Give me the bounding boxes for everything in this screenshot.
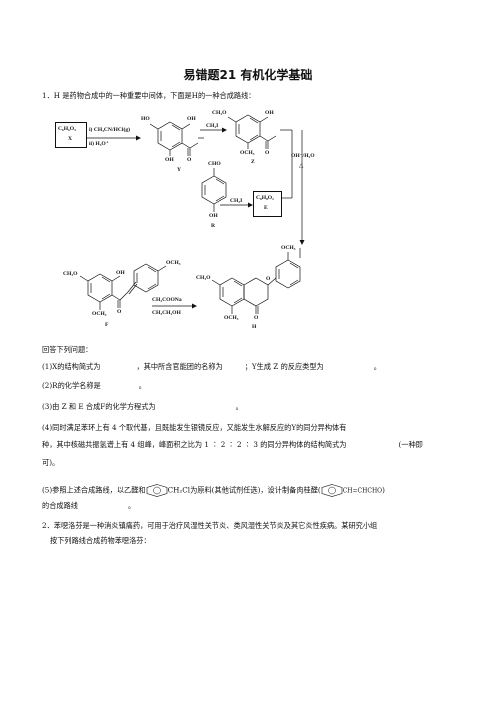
H-group-ring-O: O [266,276,271,282]
H-group-OCH3-top: OCH₃ [281,245,296,251]
q5-reagent-group: CH₂Cl [167,485,191,495]
cinnamaldehyde-structure [321,484,343,497]
structure-R [201,168,227,212]
q5-line2-part-b: 。 [127,501,136,510]
H-group-OCH3-bottom: OCH₃ [224,315,239,321]
compound-E-label: E [264,205,268,211]
q1-part-d: 。 [373,362,381,371]
step1-reagent-1: i) CH₃CN/HCl(g) [89,127,130,133]
H-group-CH3O: CH₃O [196,275,211,281]
q1-part-a: (1)X的结构简式为 [42,362,101,371]
q2-part-b: 。 [138,381,146,390]
Z-group-OH: OH [265,110,274,116]
R-group-OH: OH [209,213,218,219]
q3-part-a: (3)由 Z 和 E 合成F的化学方程式为 [42,402,156,411]
q5-part-a: (5)参照上述合成路线，以乙醛和 [42,485,146,495]
Z-group-OCH3: OCH₃ [240,150,255,156]
step3-reagent-1: OH⁻/H₂O [291,153,315,159]
q5-product-group: CH=CHCHO [342,487,383,495]
synthesis-scheme [79,114,305,314]
F-group-O: O [117,309,122,315]
Y-group-OH-bottom: OH [165,157,174,163]
Y-group-OH-top: OH [187,116,196,122]
F-group-OCH3-right: OCH₃ [166,260,181,266]
question-4-line-2: 种，其中核磁共振氢谱上有 4 组峰，峰面积之比为 1 ∶ 2 ∶ 2 ∶ 3 的… [42,440,423,449]
compound-E-formula: C₈H₈O₂ [256,195,274,201]
compound-E-box: C₈H₈O₂ E [253,191,282,217]
compound-X-formula: C₆H₆O₃ [58,126,76,132]
q2-part-a: (2)R的化学名称是 [42,381,101,390]
R-group-CHO: CHO [208,161,221,167]
page-title: 易错题21 有机化学基础 [183,68,313,82]
question2-line-1: 2．苯噁洛芬是一种消炎镇痛药，可用于治疗风湿性关节炎、类风湿性关节炎及其它炎性疾… [42,521,378,530]
compound-Y-label: Y [177,167,182,173]
structure-Y [149,121,199,156]
question-5: (5)参照上述合成路线，以乙醛和 CH₂Cl为原料(其他试剂任选)，设计制备肉桂醛… [42,484,385,497]
benzyl-chloride-structure [146,484,168,497]
question-5-line-2: 的合成路线 。 [42,501,135,510]
structure-H [211,252,301,314]
q5-part-c: ) [382,485,385,495]
q5-part-b: 为原料(其他试剂任选)，设计制备肉桂醛( [190,485,321,495]
q1-part-b: ，其中所含官能团的名称为 [136,362,223,371]
question-1: (1)X的结构简式为 ，其中所含官能团的名称为 ；Y生成 Z 的反应类型为 。 [42,362,381,371]
reaction-arrows [86,127,305,309]
step2-reagent: CH₃I [206,123,219,129]
q5-line2-part-a: 的合成路线 [42,501,78,510]
q4-part-b: (一种即 [398,440,423,449]
Y-group-HO: HO [141,116,150,122]
Y-group-O: O [187,157,192,163]
F-group-OH: OH [116,270,125,276]
question-4-line-1: (4)同时满足苯环上有 4 个取代基，且既能发生银镜反应，又能发生水解反应的Y的… [42,423,347,432]
question2-line-2: 按下列路线合成药物苯噁洛芬： [50,536,151,545]
q1-part-c: ；Y生成 Z 的反应类型为 [244,362,324,371]
step3-reagent-2: △ [299,163,304,169]
Z-group-O: O [265,150,270,156]
q1-intro: 1．H 是药物合成中的一种重要中间体，下面是H的一种合成路线： [42,91,256,100]
step4-reagent: CH₃I [230,198,243,204]
step5-reagent-2: CH₃CH₂OH [152,310,181,316]
Z-group-CH3O: CH₃O [212,110,227,116]
question-2: (2)R的化学名称是 。 [42,381,146,390]
q4-part-a: 种，其中核磁共振氢谱上有 4 组峰，峰面积之比为 1 ∶ 2 ∶ 2 ∶ 3 的… [42,440,347,449]
F-group-OCH3-bottom: OCH₃ [92,311,107,317]
compound-F-label: F [105,322,109,328]
H-group-O: O [254,315,259,321]
structure-F [79,263,167,310]
compound-X-box: C₆H₆O₃ X [55,122,87,148]
answer-prompt: 回答下列问题： [42,345,93,354]
step1-reagent-2: ii) H₃O⁺ [89,141,109,147]
structure-Z [227,114,277,149]
step5-reagent-1: CH₃COONa [152,297,182,303]
compound-R-label: R [211,223,216,229]
compound-X-label: X [68,136,73,142]
F-group-CH3O: CH₃O [63,271,78,277]
compound-H-label: H [252,324,257,330]
q3-part-b: 。 [235,402,243,411]
compound-Z-label: Z [251,159,255,165]
question-3: (3)由 Z 和 E 合成F的化学方程式为 。 [42,402,243,411]
question-4-line-3: 可)。 [42,458,60,467]
